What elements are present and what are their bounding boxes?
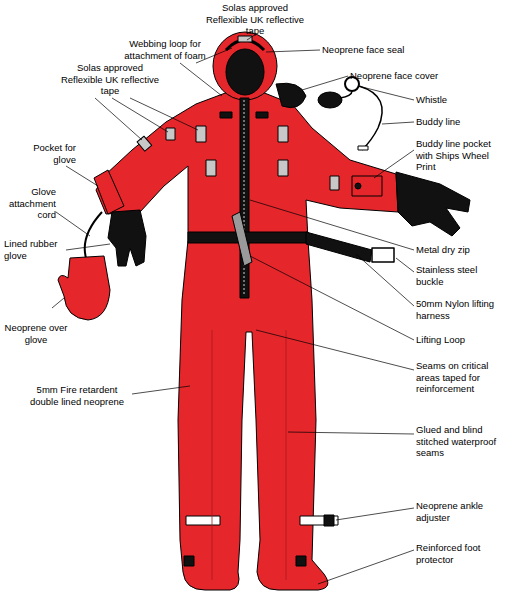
harness [188,232,308,243]
suit-body [96,92,398,590]
right-glove [396,172,470,236]
part-label: Glove attachment cord [4,186,56,221]
glove-pocket [94,170,124,214]
part-label: Neoprene face seal [322,44,442,56]
ankle-adjuster [186,516,220,525]
buckle [372,248,394,262]
zip [240,98,249,298]
part-label: Neoprene ankle adjuster [416,500,504,523]
part-label: Buddy line [416,116,504,128]
ankle-adjuster [300,516,338,525]
buddy-pocket [352,176,382,196]
hood [213,32,277,100]
part-label: 50mm Nylon lifting harness [416,298,504,321]
part-label: Buddy line pocket with Ships Wheel Print [416,138,504,173]
face-cover [276,83,306,107]
glove-cord [85,212,102,258]
buddy-line [340,86,382,150]
part-label: Lifting Loop [416,334,504,346]
part-label: Stainless steel buckle [416,264,504,287]
whistle [318,92,342,108]
part-label: Pocket for glove [16,142,76,165]
part-label: Solas approved Reflexible UK reflective … [60,62,160,97]
rubber-glove [108,210,146,266]
part-label: Lined rubber glove [4,238,66,261]
part-label: Glued and blind stitched waterproof seam… [416,424,504,459]
part-label: 5mm Fire retardent double lined neoprene [22,384,132,407]
part-label: Whistle [416,94,504,106]
part-label: Webbing loop for attachment of foam [115,38,215,61]
part-label: Neoprene over glove [4,322,68,345]
over-glove [58,256,110,320]
part-label: Reinforced foot protector [416,542,504,565]
buddy-line-clip [358,146,368,150]
face-opening [226,49,264,95]
part-label: Solas approved Reflexible UK reflective … [205,2,305,37]
leader-lines [52,34,414,584]
part-label: Metal dry zip [416,244,504,256]
part-label: Seams on critical areas taped for reinfo… [416,360,504,395]
harness-strap [306,232,372,262]
part-label: Neoprene face cover [350,70,480,82]
lifting-loop [232,212,252,266]
